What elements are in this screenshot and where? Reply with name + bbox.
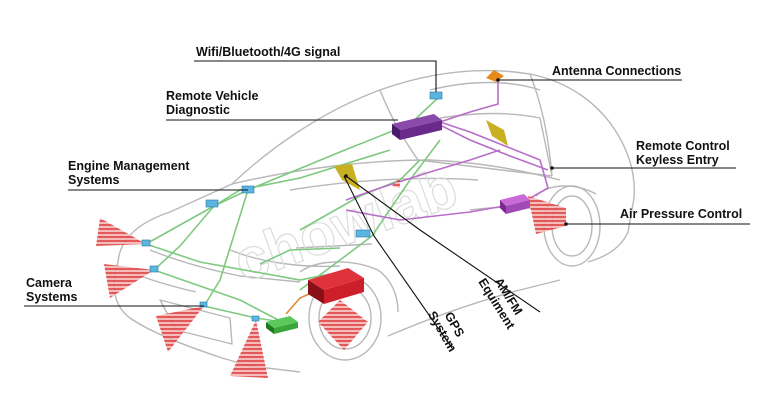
radar-fan-front-lower xyxy=(104,264,154,298)
leader-gps xyxy=(343,175,453,349)
radar-fan-under xyxy=(230,320,268,378)
label-keyless-line1: Remote Control xyxy=(636,139,730,153)
leader-lines xyxy=(24,60,750,349)
remote-diagnostic-module xyxy=(392,114,442,140)
sensor-under xyxy=(251,315,260,322)
radar-sensor-fans xyxy=(96,178,566,378)
wheels xyxy=(299,185,601,361)
radar-fan-rear xyxy=(528,196,566,234)
label-camera-line1: Camera xyxy=(26,276,72,290)
label-air-pressure-text: Air Pressure Control xyxy=(620,207,743,221)
antenna-rear-icon xyxy=(486,120,508,146)
camera-control-module xyxy=(266,316,298,334)
antenna-roof-icon xyxy=(486,70,504,82)
label-wifi-text: Wifi/Bluetooth/4G signal xyxy=(196,45,341,59)
engine-control-module xyxy=(308,268,364,304)
sensor-front-2 xyxy=(149,265,159,273)
radar-fan-wheel xyxy=(318,300,368,350)
radar-fan-front-corner xyxy=(156,306,204,352)
sensor-roof xyxy=(429,91,443,100)
label-antenna: Antenna Connections xyxy=(552,64,681,78)
label-engine-line1: Engine Management xyxy=(68,159,190,173)
keyless-entry-module xyxy=(500,194,530,214)
label-remote-diagnostic-line2: Diagnostic xyxy=(166,103,230,117)
label-keyless-entry: Remote Control Keyless Entry xyxy=(636,139,730,167)
radar-fan-front-upper xyxy=(96,218,146,246)
label-remote-diagnostic: Remote Vehicle Diagnostic xyxy=(166,89,258,117)
sensor-front-1 xyxy=(141,239,151,247)
leader-wifi xyxy=(194,60,437,92)
sensor-engine-2 xyxy=(205,199,219,208)
leader-amfm xyxy=(345,175,541,313)
leader-dots xyxy=(344,78,568,226)
modules xyxy=(266,114,530,334)
label-remote-diagnostic-line1: Remote Vehicle xyxy=(166,89,259,103)
sensor-amfm xyxy=(355,229,371,238)
label-wifi: Wifi/Bluetooth/4G signal xyxy=(196,45,340,59)
label-camera-line2: Systems xyxy=(26,290,78,304)
label-air-pressure: Air Pressure Control xyxy=(620,207,742,221)
label-keyless-line2: Keyless Entry xyxy=(636,153,719,167)
label-engine-management: Engine Management Systems xyxy=(68,159,190,187)
label-antenna-text: Antenna Connections xyxy=(552,64,682,78)
radar-fan-rear-small xyxy=(392,178,400,188)
purple-wiring xyxy=(345,80,549,221)
sensor-front-3 xyxy=(199,301,208,308)
label-engine-line2: Systems xyxy=(68,173,120,187)
label-camera-systems: Camera Systems xyxy=(26,276,77,304)
